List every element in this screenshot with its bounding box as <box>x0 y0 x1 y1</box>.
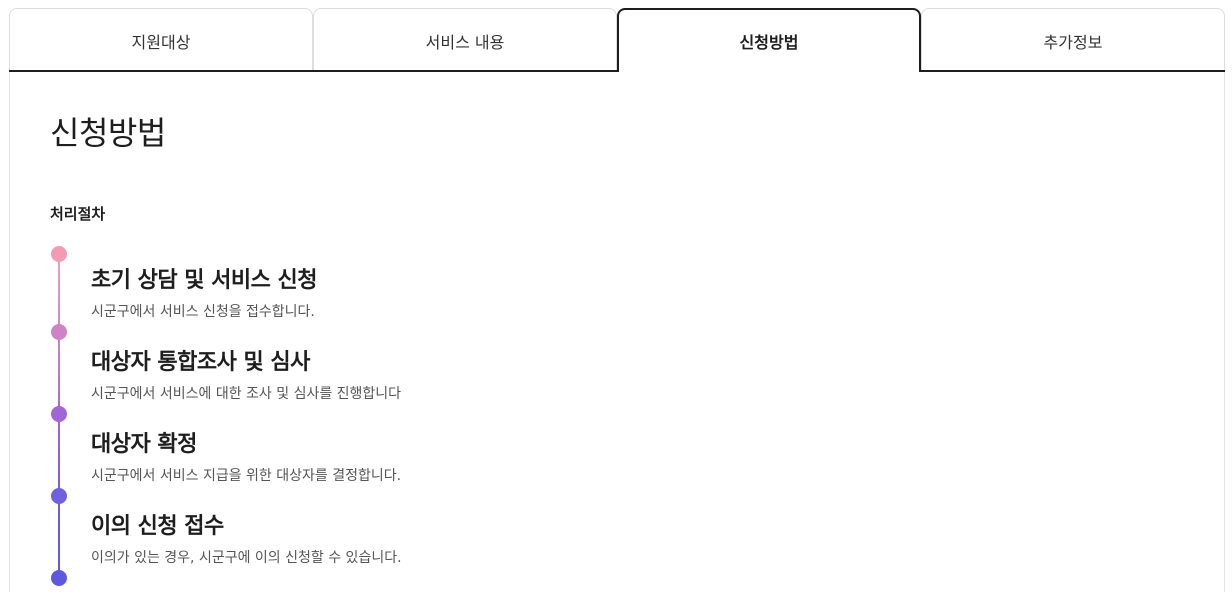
timeline-dot <box>51 570 67 586</box>
section-label-procedure: 처리절차 <box>50 205 106 223</box>
step-description: 시군구에서 서비스 신청을 접수합니다. <box>91 304 315 320</box>
tab-label: 지원대상 <box>131 32 191 52</box>
tab-label: 서비스 내용 <box>425 32 505 52</box>
timeline-dot <box>51 406 67 422</box>
tab-label: 추가정보 <box>1043 32 1103 52</box>
tab-label: 신청방법 <box>739 33 799 52</box>
tab-eligibility[interactable]: 지원대상 <box>9 8 313 72</box>
step-description: 이의가 있는 경우, 시군구에 이의 신청할 수 있습니다. <box>91 550 402 566</box>
step-title: 대상자 통합조사 및 심사 <box>91 350 310 375</box>
step-description: 시군구에서 서비스에 대한 조사 및 심사를 진행합니다 <box>91 386 402 402</box>
timeline-dot <box>51 324 67 340</box>
timeline-dot <box>51 488 67 504</box>
tab-how-to-apply[interactable]: 신청방법 <box>617 8 921 72</box>
step-title: 이의 신청 접수 <box>91 514 224 539</box>
step-description: 시군구에서 서비스 지급을 위한 대상자를 결정합니다. <box>91 468 402 484</box>
tab-service-content[interactable]: 서비스 내용 <box>313 8 617 72</box>
page-title-text: 신청방법 <box>50 114 166 152</box>
timeline-dot <box>51 246 67 262</box>
tab-bar: 지원대상 서비스 내용 신청방법 추가정보 <box>9 8 1225 72</box>
step-title: 대상자 확정 <box>91 432 197 457</box>
step-title: 초기 상담 및 서비스 신청 <box>91 268 318 293</box>
tab-underline-right <box>919 70 1225 72</box>
tab-underline-left <box>9 70 619 72</box>
page-title: 신청방법 <box>50 110 168 156</box>
tab-additional-info[interactable]: 추가정보 <box>921 8 1225 72</box>
content-panel: 신청방법 처리절차 초기 상담 및 서비스 신청 시군구에서 서비스 신청을 접… <box>9 72 1225 592</box>
